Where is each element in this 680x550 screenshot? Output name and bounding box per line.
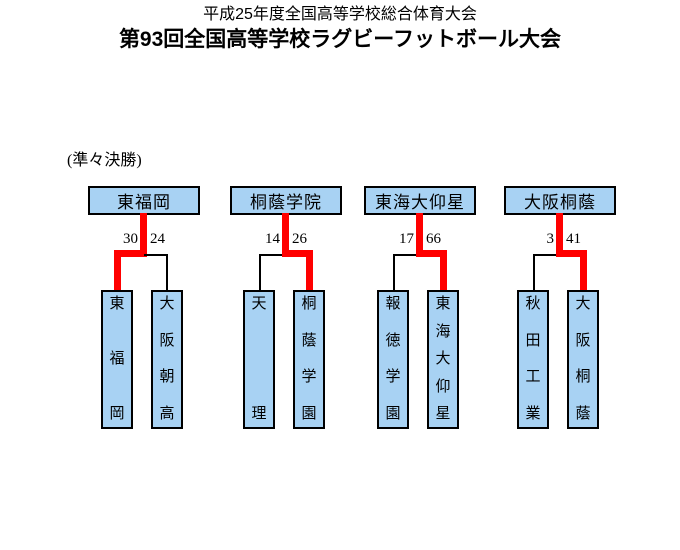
winner-box: 大阪桐蔭	[504, 186, 616, 215]
tournament-title: 第93回全国高等学校ラグビーフットボール大会	[118, 28, 562, 51]
winner-name: 東福岡	[117, 193, 171, 212]
connector-right-horizontal	[556, 250, 587, 257]
team-box-right: 東海大仰星	[427, 290, 459, 429]
connector-left-horizontal	[114, 250, 147, 257]
team-box-left: 天理	[243, 290, 275, 429]
connector-right-vertical	[580, 250, 587, 290]
connector-left-vertical	[259, 254, 261, 290]
winner-path-stem	[416, 213, 423, 257]
match-bracket-4: 大阪桐蔭 3 41 秋田工業 大阪桐蔭	[504, 186, 616, 429]
connector-right-vertical	[166, 254, 168, 290]
page-header: 平成25年度全国高等学校総合体育大会 第93回全国高等学校ラグビーフットボール大…	[0, 6, 680, 51]
connector-left-vertical	[533, 254, 535, 290]
score-right: 24	[150, 231, 165, 247]
score-right: 41	[566, 231, 581, 247]
connector-right-horizontal	[416, 250, 447, 257]
score-right: 26	[292, 231, 307, 247]
winner-path-stem	[282, 213, 289, 257]
winner-name: 東海大仰星	[375, 193, 465, 212]
connector-left-horizontal	[260, 254, 286, 256]
winner-path-stem	[140, 213, 147, 257]
score-left: 30	[123, 231, 138, 247]
team-box-right: 大阪朝高	[151, 290, 183, 429]
winner-box: 桐蔭学院	[230, 186, 342, 215]
team-box-left: 東福岡	[101, 290, 133, 429]
winner-box: 東海大仰星	[364, 186, 476, 215]
score-left: 14	[265, 231, 280, 247]
winner-path-stem	[556, 213, 563, 257]
connector-right-vertical	[306, 250, 313, 290]
winner-name: 桐蔭学院	[250, 193, 322, 212]
tournament-supertitle: 平成25年度全国高等学校総合体育大会	[203, 6, 477, 23]
connector-left-horizontal	[534, 254, 560, 256]
winner-box: 東福岡	[88, 186, 200, 215]
match-bracket-2: 桐蔭学院 14 26 天理 桐蔭学園	[230, 186, 342, 429]
connector-left-horizontal	[394, 254, 420, 256]
connector-right-vertical	[440, 250, 447, 290]
score-left: 3	[546, 231, 555, 247]
team-box-right: 桐蔭学園	[293, 290, 325, 429]
score-right: 66	[426, 231, 441, 247]
winner-name: 大阪桐蔭	[524, 193, 596, 212]
team-box-right: 大阪桐蔭	[567, 290, 599, 429]
connector-left-vertical	[114, 250, 121, 290]
connector-left-vertical	[393, 254, 395, 290]
match-bracket-1: 東福岡 30 24 東福岡 大阪朝高	[88, 186, 200, 429]
team-box-left: 秋田工業	[517, 290, 549, 429]
connector-right-horizontal	[144, 254, 168, 256]
round-label: (準々決勝)	[67, 152, 142, 169]
match-bracket-3: 東海大仰星 17 66 報徳学園 東海大仰星	[364, 186, 476, 429]
team-box-left: 報徳学園	[377, 290, 409, 429]
connector-right-horizontal	[282, 250, 313, 257]
score-left: 17	[399, 231, 414, 247]
